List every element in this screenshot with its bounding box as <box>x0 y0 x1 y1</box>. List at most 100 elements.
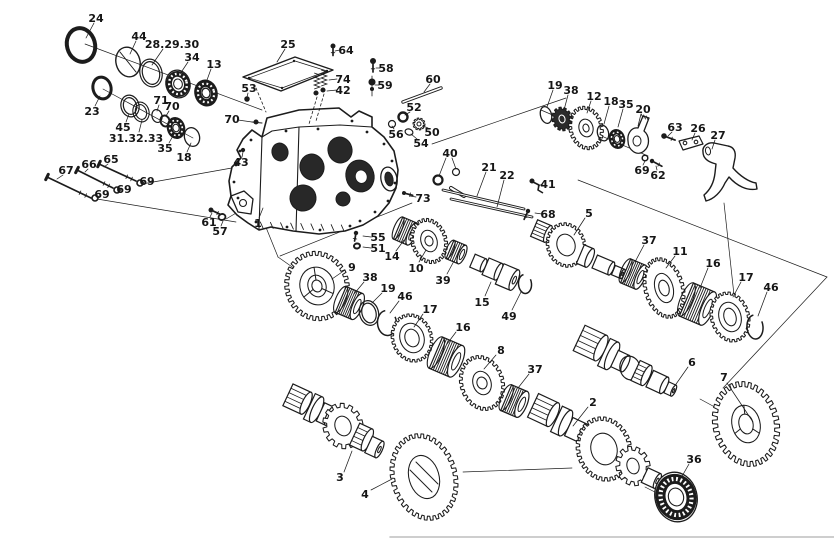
gear <box>545 222 587 268</box>
part-label-46: 46 <box>397 290 413 303</box>
spring-washer-44 <box>115 46 141 78</box>
housing-bore <box>327 136 353 164</box>
screw-68 <box>523 208 531 221</box>
part-label-27: 27 <box>710 129 725 142</box>
diagram-part <box>632 135 642 147</box>
bearing-37b <box>498 384 530 418</box>
part-label-71: 71 <box>153 94 168 107</box>
part-label-19: 19 <box>380 282 395 295</box>
screw-73 <box>402 191 414 197</box>
part-label-35: 35 <box>157 142 172 155</box>
part-label-55: 55 <box>370 231 385 244</box>
part-label-58: 58 <box>378 62 393 75</box>
shaft-section <box>494 262 521 292</box>
bolt-67 <box>44 172 92 199</box>
washer-69c <box>91 194 99 202</box>
screw-64 <box>330 43 336 57</box>
bearing-16b <box>426 336 466 378</box>
ball-bearing-34 <box>165 69 191 99</box>
shaft-section <box>640 466 663 490</box>
part-label-62: 62 <box>650 169 665 182</box>
part-label-14: 14 <box>384 250 400 263</box>
part-label-22: 22 <box>499 169 514 182</box>
part-label-51: 51 <box>370 242 385 255</box>
part-label-17: 17 <box>422 303 437 316</box>
bolt-61 <box>208 207 222 216</box>
housing-bore <box>345 159 375 193</box>
bearing-35 <box>166 116 186 140</box>
part-label-16: 16 <box>705 257 721 270</box>
part-label-1: 1 <box>254 217 262 230</box>
synchro-17b <box>390 313 434 363</box>
part-label-65: 65 <box>103 153 118 166</box>
part-label-64: 64 <box>338 44 354 57</box>
part-label-26: 26 <box>690 122 706 135</box>
part-label-56: 56 <box>388 128 404 141</box>
part-label-37: 37 <box>641 234 656 247</box>
ring-45 <box>120 94 140 118</box>
part-label-42: 42 <box>335 84 350 97</box>
nut-51 <box>353 242 361 250</box>
part-label-70: 70 <box>164 100 180 113</box>
part-label-6: 6 <box>688 356 696 369</box>
shim-set-28-29-30 <box>139 58 163 88</box>
part-label-18: 18 <box>176 151 191 164</box>
part-label-31.32.33: 31.32.33 <box>109 132 163 145</box>
part-label-59: 59 <box>377 79 392 92</box>
shaft-section <box>663 381 678 397</box>
bolt-65 <box>96 159 137 182</box>
washer-40b <box>451 167 461 177</box>
part-label-28.29.30: 28.29.30 <box>145 38 200 51</box>
bearing-38b <box>333 285 366 321</box>
part-label-66: 66 <box>81 158 97 171</box>
diagram-part <box>704 146 712 156</box>
ring-19a <box>539 106 553 124</box>
part-label-45: 45 <box>115 121 130 134</box>
housing-bore <box>299 153 325 181</box>
part-label-41: 41 <box>540 178 555 191</box>
part-label-53: 53 <box>241 82 256 95</box>
part-label-46: 46 <box>763 281 779 294</box>
shift-fork-27 <box>702 142 758 202</box>
shaft-section <box>549 405 574 437</box>
nut-52 <box>397 111 409 123</box>
part-label-57: 57 <box>212 225 227 238</box>
part-label-61: 61 <box>201 216 216 229</box>
bearing-37a <box>618 258 648 290</box>
parts-layer <box>44 26 834 538</box>
shaft-15 <box>468 253 488 273</box>
snap-ring-49 <box>517 273 533 295</box>
washer-56 <box>387 119 397 129</box>
part-label-67: 67 <box>58 164 73 177</box>
part-label-18: 18 <box>603 95 618 108</box>
part-label-69: 69 <box>94 188 109 201</box>
cluster-shaft-3 <box>282 383 313 415</box>
part-label-49: 49 <box>501 310 516 323</box>
gear-11 <box>642 257 686 319</box>
part-label-69: 69 <box>634 164 649 177</box>
part-label-63: 63 <box>667 121 682 134</box>
washer-54 <box>404 128 414 136</box>
shaft-section <box>591 254 616 276</box>
gear-4 <box>389 433 459 521</box>
part-label-60: 60 <box>425 73 441 86</box>
diagram-part <box>380 166 398 192</box>
gear-10 <box>409 217 449 265</box>
part-label-5: 5 <box>585 207 593 220</box>
housing-bore <box>289 184 317 212</box>
washer-69d <box>641 154 649 162</box>
ring-19b <box>358 300 380 326</box>
gear-9 <box>284 250 350 322</box>
part-label-50: 50 <box>424 126 440 139</box>
gear-shaft-2 <box>526 392 561 428</box>
bearing-16a <box>676 282 718 326</box>
part-label-38: 38 <box>362 271 377 284</box>
part-label-23: 23 <box>84 105 99 118</box>
part-label-38: 38 <box>563 84 578 97</box>
selector-lever-20 <box>627 115 650 154</box>
snap-ring-46a <box>746 314 764 340</box>
shim-set-31-32-33 <box>132 101 150 123</box>
part-label-69: 69 <box>139 175 154 188</box>
